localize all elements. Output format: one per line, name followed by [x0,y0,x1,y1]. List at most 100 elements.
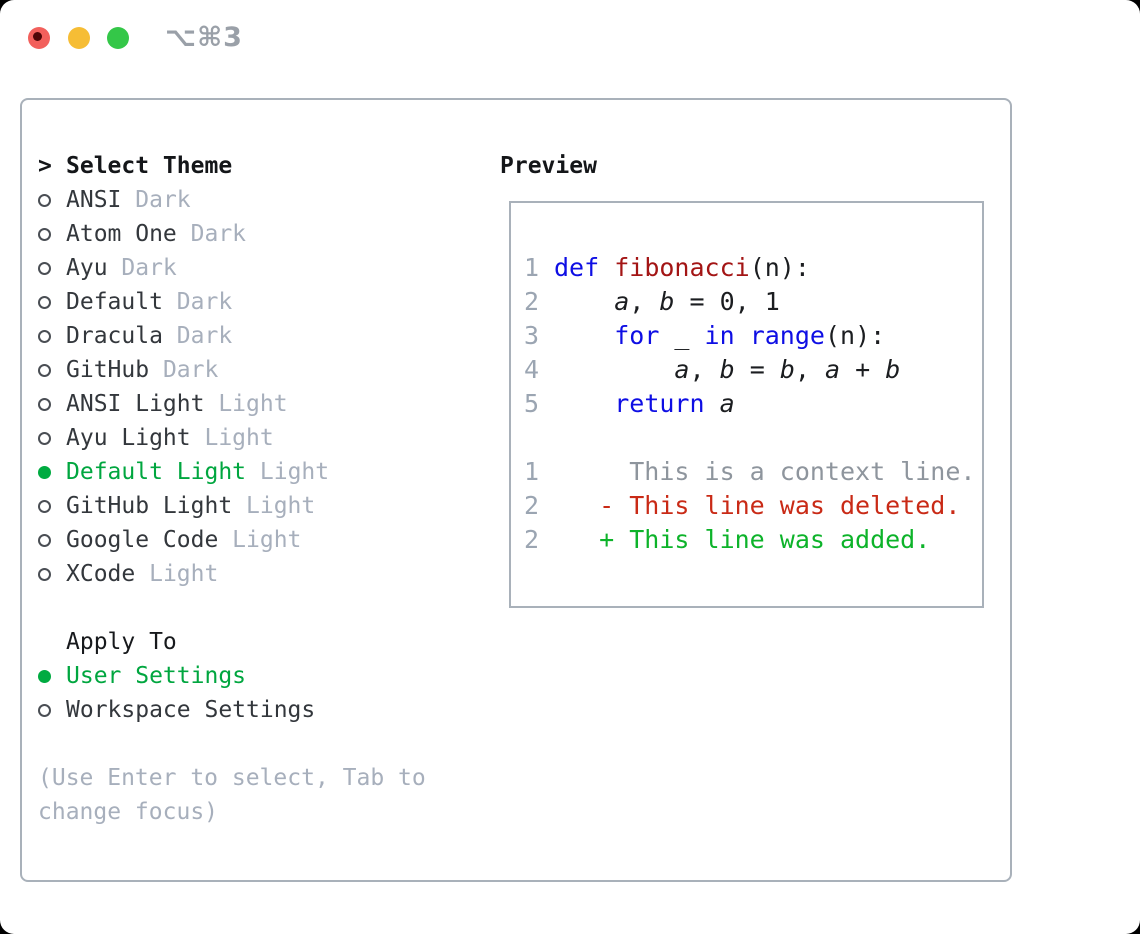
close-button[interactable] [28,27,50,49]
radio-icon [38,193,51,207]
spacer [38,591,488,625]
token-plain [554,321,614,350]
option-label: XCode [66,561,150,587]
line-number: 2 [524,525,540,554]
radio-icon [38,431,51,445]
radio-icon [38,567,51,581]
theme-option-default[interactable]: Default Dark [38,285,488,319]
focus-caret-icon: > [38,153,52,179]
option-variant: Dark [176,289,233,315]
hint-line-1: (Use Enter to select, Tab to [38,765,426,791]
preview-line: 5 return a [524,387,982,421]
line-number: 5 [524,389,540,418]
apply-to-list: User Settings Workspace Settings [38,659,488,727]
theme-option-ayu-light[interactable]: Ayu Light Light [38,421,488,455]
line-code: a, b = b, a + b [554,353,900,387]
token-plain [554,389,614,418]
hint-line-2: change focus) [38,799,219,825]
theme-option-atom-one[interactable]: Atom One Dark [38,217,488,251]
theme-option-github-light[interactable]: GitHub Light Light [38,489,488,523]
spacer [524,421,982,455]
token-variable: a [674,355,690,384]
theme-option-github[interactable]: GitHub Dark [38,353,488,387]
spacer [38,727,488,761]
theme-list-column: > Select Theme ANSI Dark Atom One Dark A… [38,149,488,829]
token-variable: b [885,355,901,384]
token-plain: , [629,287,660,316]
option-variant: Dark [135,187,191,213]
option-label: Google Code [66,527,233,553]
diff-line-added: 2 + This line was added. [524,523,982,557]
select-theme-header: Select Theme [66,153,233,179]
radio-icon [38,533,51,547]
option-variant: Light [149,561,219,587]
token-variable: b [719,355,735,384]
option-label: GitHub Light [66,493,247,519]
radio-icon [38,227,51,241]
option-label: User Settings [66,663,247,689]
token-keyword: for [614,321,660,350]
preview-line: 2 a, b = 0, 1 [524,285,982,319]
close-dot-icon [33,32,42,41]
theme-option-ansi-light[interactable]: ANSI Light Light [38,387,488,421]
radio-icon [38,261,51,275]
option-variant: Light [259,459,330,485]
line-number: 2 [524,287,540,316]
titlebar: ⌥⌘3 [0,0,1140,76]
theme-option-ansi[interactable]: ANSI Dark [38,183,488,217]
token-plain: , [794,355,825,384]
option-variant: Dark [162,357,219,383]
radio-icon [38,295,51,309]
radio-icon [38,363,51,377]
line-number: 3 [524,321,540,350]
line-code: for _ in range(n): [554,319,885,353]
theme-option-default-light[interactable]: Default Light Light [38,455,488,489]
theme-option-xcode[interactable]: XCode Light [38,557,488,591]
line-number: 2 [524,491,540,520]
token-plain: (n): [824,321,886,350]
select-theme-header-row: > Select Theme [38,149,488,183]
theme-option-google-code[interactable]: Google Code Light [38,523,488,557]
option-label: Atom One [66,221,191,247]
option-variant: Light [218,391,288,417]
theme-option-dracula[interactable]: Dracula Dark [38,319,488,353]
option-variant: Dark [176,323,233,349]
diff-line-deleted: 2 - This line was deleted. [524,489,982,523]
line-code: def fibonacci(n): [554,251,810,285]
option-label: Dracula [66,323,177,349]
option-label: GitHub [66,357,163,383]
option-label: ANSI Light [66,391,219,417]
token-plain: (n): [749,253,810,282]
radio-icon [38,703,51,717]
radio-icon [38,499,51,513]
option-variant: Dark [190,221,247,247]
token-variable: a [719,389,735,418]
option-variant: Dark [121,255,177,281]
minimize-button[interactable] [68,27,90,49]
line-code: This is a context line. [554,457,976,486]
line-number: 1 [524,457,540,486]
keyboard-shortcut-label: ⌥⌘3 [165,22,243,53]
token-function: fibonacci [614,253,750,282]
theme-option-ayu[interactable]: Ayu Dark [38,251,488,285]
token-variable: b [779,355,795,384]
token-plain: , [689,355,720,384]
token-variable: a [824,355,841,384]
apply-option-workspace-settings[interactable]: Workspace Settings [38,693,488,727]
apply-to-header: Apply To [66,629,177,655]
zoom-button[interactable] [107,27,129,49]
line-code: a, b = 0, 1 [554,285,780,319]
apply-option-user-settings[interactable]: User Settings [38,659,488,693]
preview-line: 1 def fibonacci(n): [524,251,982,285]
apply-to-header-row: Apply To [38,625,488,659]
option-label: ANSI [66,187,136,213]
token-variable: b [659,287,675,316]
line-code: - This line was deleted. [554,491,961,520]
preview-line: 3 for _ in range(n): [524,319,982,353]
line-number: 4 [524,355,540,384]
option-label: Ayu Light [66,425,205,451]
token-plain [554,287,614,316]
radio-icon [38,669,51,683]
token-plain: _ [659,321,705,350]
